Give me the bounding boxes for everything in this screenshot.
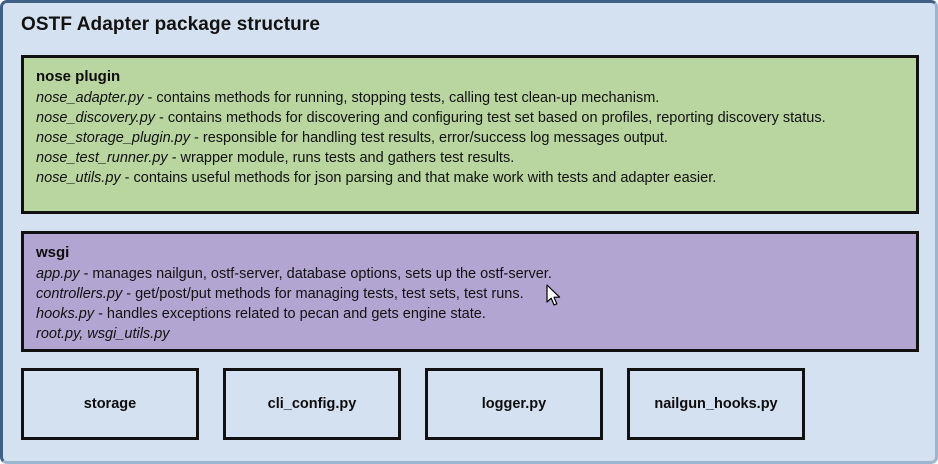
module-line: hooks.py - handles exceptions related to… bbox=[36, 304, 904, 324]
module-name: app.py bbox=[36, 266, 80, 282]
module-name: nose_adapter.py bbox=[36, 90, 144, 106]
module-name: nose_discovery.py bbox=[36, 110, 156, 126]
leaf-box-label: logger.py bbox=[481, 396, 547, 412]
module-name: nose_test_runner.py bbox=[36, 150, 168, 166]
group-heading-wsgi: wsgi bbox=[36, 244, 70, 261]
leaf-box-label: cli_config.py bbox=[267, 396, 357, 412]
group-heading-nose-plugin: nose plugin bbox=[36, 68, 121, 85]
module-line: root.py, wsgi_utils.py bbox=[36, 324, 904, 344]
module-name: nose_storage_plugin.py bbox=[36, 130, 190, 146]
leaf-box-logger: logger.py bbox=[425, 368, 603, 440]
module-line: nose_utils.py - contains useful methods … bbox=[36, 168, 904, 188]
module-description: - get/post/put methods for managing test… bbox=[122, 286, 524, 302]
group-box-nose-plugin: nose plugin nose_adapter.py - contains m… bbox=[21, 55, 919, 214]
module-line: app.py - manages nailgun, ostf-server, d… bbox=[36, 264, 904, 284]
module-description: - responsible for handling test results,… bbox=[189, 130, 668, 146]
module-description: - contains methods for discovering and c… bbox=[155, 110, 826, 126]
module-name: hooks.py bbox=[36, 306, 95, 322]
module-line: nose_discovery.py - contains methods for… bbox=[36, 108, 904, 128]
leaf-box-nailgun-hooks: nailgun_hooks.py bbox=[627, 368, 805, 440]
leaf-box-row: storage cli_config.py logger.py nailgun_… bbox=[21, 368, 919, 440]
module-description: - handles exceptions related to pecan an… bbox=[94, 306, 486, 322]
module-description: - contains methods for running, stopping… bbox=[143, 90, 660, 106]
module-line: nose_storage_plugin.py - responsible for… bbox=[36, 128, 904, 148]
module-description: - wrapper module, runs tests and gathers… bbox=[167, 150, 515, 166]
leaf-box-label: storage bbox=[83, 396, 137, 412]
page-title: OSTF Adapter package structure bbox=[21, 14, 320, 35]
module-description: - manages nailgun, ostf-server, database… bbox=[79, 266, 552, 282]
module-line: nose_test_runner.py - wrapper module, ru… bbox=[36, 148, 904, 168]
module-description: - contains useful methods for json parsi… bbox=[120, 170, 717, 186]
module-line: controllers.py - get/post/put methods fo… bbox=[36, 284, 904, 304]
module-line: nose_adapter.py - contains methods for r… bbox=[36, 88, 904, 108]
leaf-box-storage: storage bbox=[21, 368, 199, 440]
module-name: nose_utils.py bbox=[36, 170, 121, 186]
leaf-box-label: nailgun_hooks.py bbox=[654, 396, 778, 412]
module-name: root.py, wsgi_utils.py bbox=[36, 326, 170, 342]
module-name: controllers.py bbox=[36, 286, 123, 302]
group-box-wsgi: wsgi app.py - manages nailgun, ostf-serv… bbox=[21, 231, 919, 352]
leaf-box-cli-config: cli_config.py bbox=[223, 368, 401, 440]
